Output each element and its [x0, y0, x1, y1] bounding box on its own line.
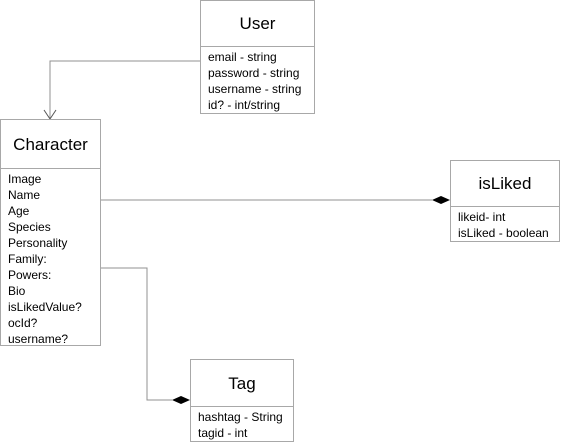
character-attr-age: Age: [8, 204, 30, 218]
character-tag-line: [101, 267, 172, 401]
character-attr-username: username?: [8, 332, 69, 346]
character-tag-composition-diamond: [172, 396, 190, 404]
character-isliked-composition-diamond: [432, 196, 450, 204]
class-isliked-attributes: likeid- int isLiked - boolean: [451, 207, 559, 241]
class-isliked-name: isLiked: [451, 161, 559, 207]
character-attr-personality: Personality: [8, 236, 68, 250]
character-attr-bio: Bio: [8, 284, 26, 298]
class-character[interactable]: Character Image Name Age Species Persona…: [0, 119, 101, 346]
class-tag-attributes: hashtag - String tagid - int: [191, 407, 293, 441]
isliked-attr-isliked: isLiked - boolean: [458, 226, 549, 240]
class-user-name: User: [201, 1, 314, 47]
user-attr-email: email - string: [208, 50, 277, 64]
user-attr-username: username - string: [208, 82, 302, 96]
class-tag-name: Tag: [191, 360, 293, 407]
character-attr-ocid: ocId?: [8, 316, 38, 330]
character-attr-family: Family:: [8, 252, 47, 266]
class-user[interactable]: User email - string password - string us…: [200, 0, 315, 114]
user-attr-password: password - string: [208, 66, 300, 80]
character-attr-islikedvalue: isLikedValue?: [8, 300, 82, 314]
class-character-name: Character: [1, 120, 100, 169]
character-attr-species: Species: [8, 220, 51, 234]
character-attr-image: Image: [8, 172, 42, 186]
class-tag[interactable]: Tag hashtag - String tagid - int: [190, 359, 294, 442]
character-attr-powers: Powers:: [8, 268, 52, 282]
class-character-attributes: Image Name Age Species Personality Famil…: [1, 169, 100, 347]
class-isliked[interactable]: isLiked likeid- int isLiked - boolean: [450, 160, 560, 242]
user-attr-id: id? - int/string: [208, 98, 281, 112]
user-character-association-line: [49, 60, 200, 119]
class-user-attributes: email - string password - string usernam…: [201, 47, 314, 113]
isliked-attr-likeid: likeid- int: [458, 210, 506, 224]
character-attr-name: Name: [8, 188, 41, 202]
tag-attr-tagid: tagid - int: [198, 426, 248, 440]
tag-attr-hashtag: hashtag - String: [198, 410, 283, 424]
